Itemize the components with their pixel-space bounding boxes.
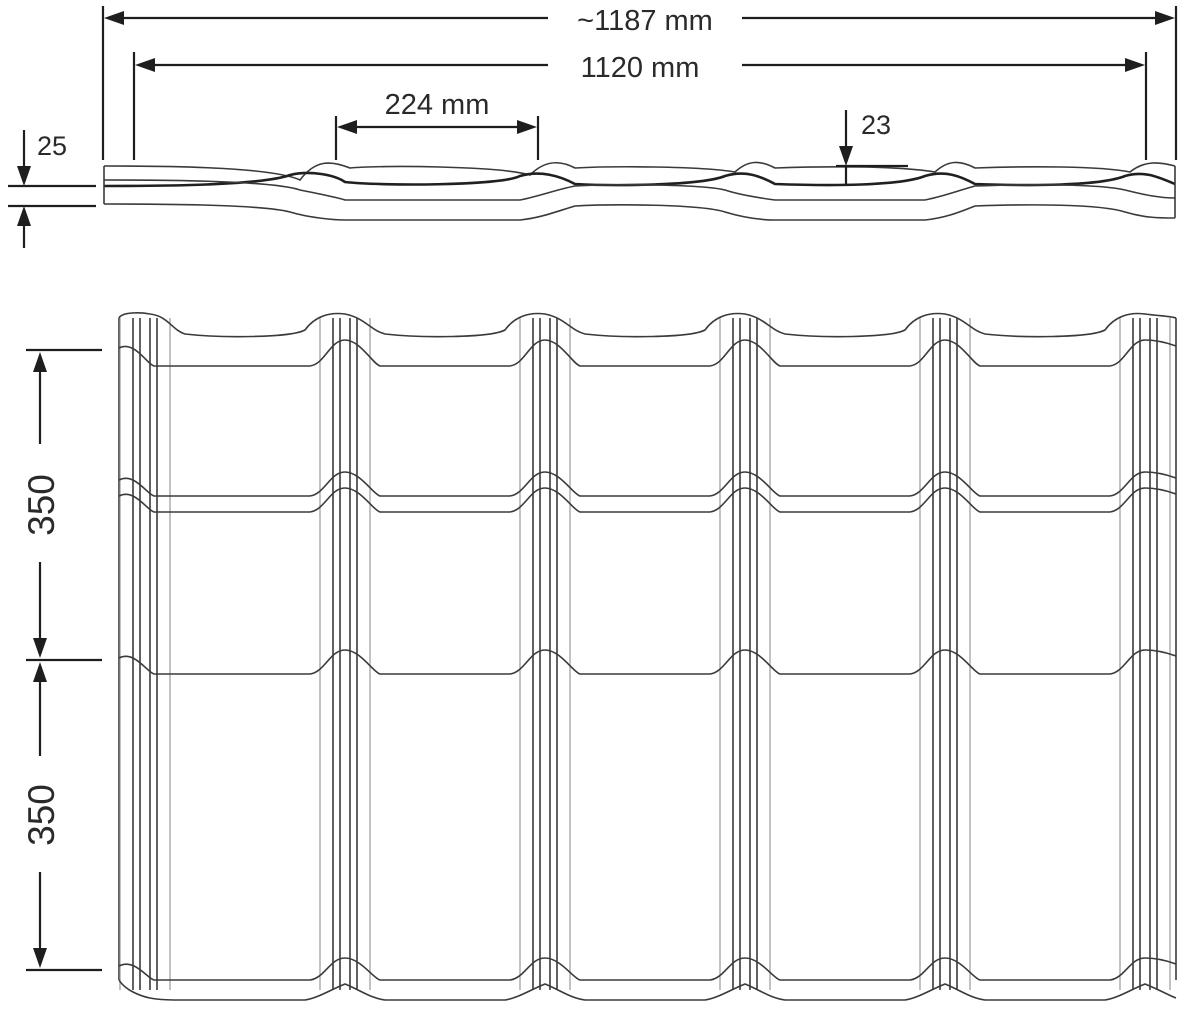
course-line xyxy=(118,957,1177,981)
dimension-module-length-2: 350 xyxy=(21,662,102,972)
profile-line-top xyxy=(103,161,1176,181)
sheet-plan-view xyxy=(118,312,1177,1001)
wave-depth-label: 23 xyxy=(861,110,891,140)
dimension-overall-width: ~1187 mm xyxy=(101,5,1178,160)
dimension-module-length-1: 350 xyxy=(21,348,102,662)
wave-pitch-label: 224 mm xyxy=(385,89,490,121)
overall-width-label: ~1187 mm xyxy=(577,5,713,37)
profile-line-upper xyxy=(103,179,1176,201)
dimension-wave-depth: 23 xyxy=(836,110,908,186)
module-length-1-label: 350 xyxy=(21,474,62,536)
sheet-ribs xyxy=(119,318,1171,990)
dimension-effective-width: 1120 mm xyxy=(132,52,1148,160)
profile-line-bottom xyxy=(103,203,1176,221)
course-line xyxy=(118,339,1177,367)
effective-width-label: 1120 mm xyxy=(581,52,700,84)
dimension-profile-height: 25 xyxy=(8,130,96,248)
sheet-bottom-edge xyxy=(118,979,1177,1001)
cross-section-profile xyxy=(103,161,1176,221)
sheet-top-edge xyxy=(118,312,1177,338)
course-line xyxy=(118,471,1177,497)
profile-height-label: 25 xyxy=(37,131,67,161)
course-line xyxy=(118,487,1177,513)
dimension-wave-pitch: 224 mm xyxy=(334,89,540,160)
sheet-course-lines xyxy=(118,339,1177,981)
module-length-2-label: 350 xyxy=(21,784,62,846)
course-line xyxy=(118,649,1177,675)
